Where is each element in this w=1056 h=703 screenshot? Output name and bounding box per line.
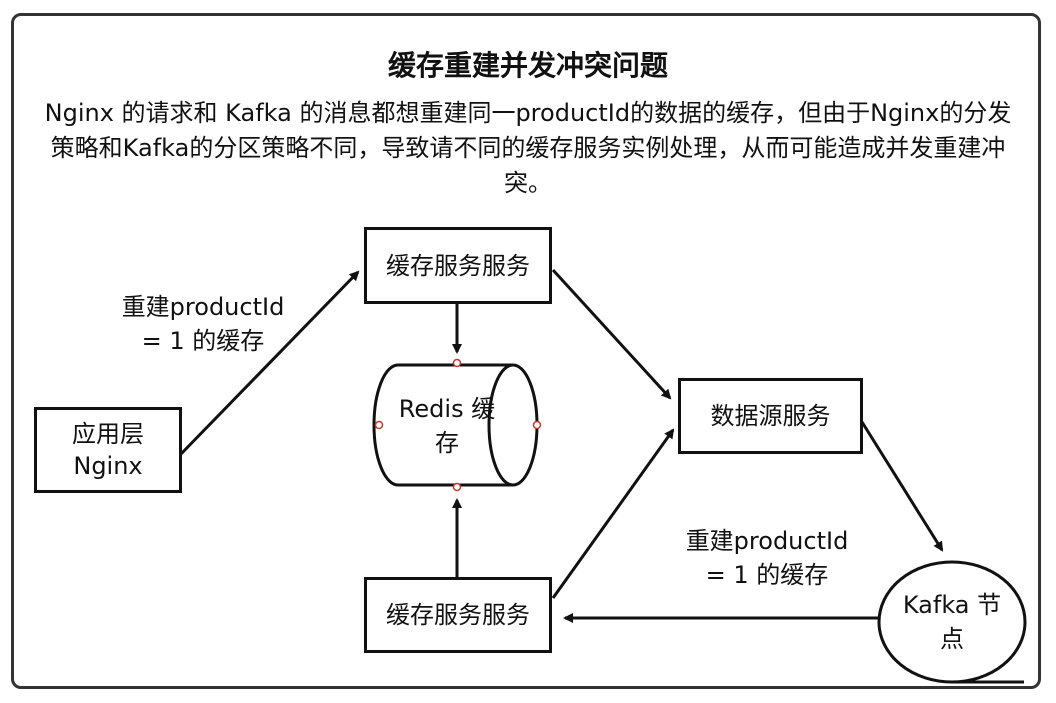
data-source-label: 数据源服务: [710, 402, 831, 430]
edge-nginx-to-cache-top: [178, 270, 360, 457]
app-layer-nginx-box: 应用层 Nginx: [34, 407, 182, 493]
redis-cylinder: [372, 358, 542, 492]
cache-service-bottom-label: 缓存服务服务: [386, 601, 530, 629]
data-source-service-box: 数据源服务: [678, 378, 863, 454]
app-layer-label: 应用层 Nginx: [72, 420, 144, 480]
edge-label-nginx-rebuild: 重建productId = 1 的缓存: [121, 293, 285, 355]
kafka-node-label: Kafka 节点: [902, 591, 1002, 653]
cache-service-top-box: 缓存服务服务: [364, 227, 552, 304]
edge-cache-bottom-to-datasource: [551, 428, 675, 599]
diagram-frame: [11, 13, 1041, 689]
edge-label-kafka-rebuild: 重建productId = 1 的缓存: [685, 527, 849, 589]
cache-service-bottom-box: 缓存服务服务: [364, 577, 552, 653]
diagram-description: Nginx 的请求和 Kafka 的消息都想重建同一productId的数据的缓…: [44, 99, 1012, 197]
diagram-title: 缓存重建并发冲突问题: [387, 49, 668, 82]
cache-service-top-label: 缓存服务服务: [386, 251, 530, 280]
redis-cache-label: Redis 缓存: [398, 395, 496, 457]
kafka-node-shape: [877, 560, 1027, 684]
edge-datasource-to-kafka: [860, 421, 944, 552]
edge-cache-top-to-datasource: [551, 268, 672, 400]
